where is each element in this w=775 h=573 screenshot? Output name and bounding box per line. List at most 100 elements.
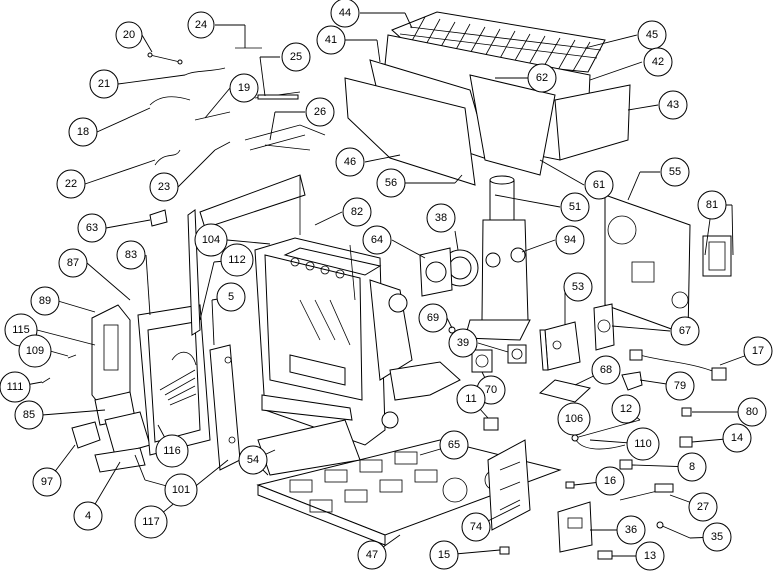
callout-label: 11: [465, 393, 476, 405]
callout-label: 42: [652, 56, 664, 68]
junction-box-part: [539, 321, 581, 371]
wiring-harness-parts: [147, 47, 326, 166]
callout-label: 79: [674, 380, 686, 392]
side-panel-part: [187, 209, 241, 471]
hopper-assembly-part: [71, 304, 151, 473]
callout-label: 38: [435, 212, 447, 224]
callout-62: 62: [527, 63, 557, 93]
callout-18: 18: [68, 117, 98, 147]
callout-label: 94: [564, 234, 576, 246]
door-assembly-part: [137, 304, 211, 456]
callout-label: 51: [569, 201, 581, 213]
base-pan-part: [256, 394, 562, 546]
callout-13: 13: [635, 541, 665, 571]
callout-label: 35: [711, 531, 723, 543]
exhaust-duct-part: [464, 175, 531, 341]
callout-label: 16: [604, 475, 616, 487]
callout-44: 44: [330, 0, 360, 28]
igniter-rod-part: [619, 483, 674, 501]
callout-label: 116: [163, 445, 181, 457]
callout-label: 22: [65, 178, 77, 190]
callout-label: 8: [689, 461, 695, 473]
callout-36: 36: [616, 515, 646, 545]
callout-label: 56: [385, 177, 397, 189]
callout-label: 112: [228, 254, 246, 266]
callout-label: 24: [195, 19, 207, 31]
callout-111: 111: [0, 371, 31, 403]
callout-label: 111: [7, 381, 24, 393]
callout-79: 79: [665, 371, 695, 401]
callout-label: 110: [634, 438, 652, 450]
callout-41: 41: [316, 25, 346, 55]
callout-label: 115: [12, 324, 30, 336]
callout-label: 53: [572, 281, 584, 293]
callout-63: 63: [77, 213, 107, 243]
callout-22: 22: [56, 169, 86, 199]
callout-label: 69: [427, 312, 439, 324]
callout-label: 83: [125, 249, 137, 261]
part-drawings: [41, 11, 732, 560]
callout-67: 67: [670, 316, 700, 346]
callout-label: 14: [731, 432, 743, 444]
side-bracket-part: [487, 439, 531, 531]
callout-35: 35: [702, 522, 732, 552]
small-fittings-part: [448, 326, 527, 373]
screws-part: [499, 481, 613, 560]
callout-82: 82: [342, 197, 372, 227]
callout-label: 67: [679, 325, 691, 337]
callout-label: 55: [669, 166, 681, 178]
callout-label: 5: [228, 291, 234, 303]
callout-label: 70: [485, 384, 497, 396]
callout-87: 87: [58, 248, 88, 278]
callout-69: 69: [418, 303, 448, 333]
sensor-35-part: [656, 521, 691, 539]
callout-109: 109: [18, 334, 52, 368]
callout-55: 55: [660, 157, 690, 187]
callout-68: 68: [591, 355, 621, 385]
callout-label: 81: [706, 199, 718, 211]
callout-4: 4: [73, 501, 103, 531]
callout-64: 64: [362, 225, 392, 255]
callout-label: 61: [593, 179, 605, 191]
callout-45: 45: [637, 20, 667, 50]
callout-16: 16: [595, 466, 625, 496]
callout-label: 64: [371, 234, 383, 246]
callout-label: 104: [202, 234, 220, 246]
callout-label: 15: [438, 549, 450, 561]
callout-label: 109: [26, 345, 44, 357]
callout-label: 26: [314, 106, 326, 118]
callout-80: 80: [737, 397, 767, 427]
callout-label: 97: [41, 476, 53, 488]
callout-42: 42: [643, 47, 673, 77]
callout-51: 51: [560, 192, 590, 222]
bracket-63-part: [149, 209, 168, 227]
callout-label: 80: [746, 406, 758, 418]
callout-label: 45: [646, 29, 658, 41]
callout-24: 24: [187, 11, 215, 39]
callout-label: 87: [67, 257, 79, 269]
callout-38: 38: [426, 203, 456, 233]
callout-56: 56: [376, 168, 406, 198]
callout-label: 25: [290, 51, 302, 63]
callout-label: 19: [238, 82, 250, 94]
callout-label: 74: [470, 521, 482, 533]
callout-11: 11: [456, 384, 486, 414]
callout-label: 65: [448, 439, 460, 451]
callout-label: 17: [752, 345, 764, 357]
callout-8: 8: [677, 452, 707, 482]
callout-81: 81: [697, 190, 727, 220]
callout-61: 61: [584, 170, 614, 200]
plate-68-part: [538, 379, 592, 403]
control-board-part: [557, 501, 593, 553]
callout-19: 19: [229, 73, 259, 103]
callout-25: 25: [281, 42, 311, 72]
callout-label: 23: [158, 181, 170, 193]
callout-20: 20: [115, 21, 143, 49]
callout-label: 18: [77, 126, 89, 138]
power-cord-part: [629, 349, 727, 381]
callout-label: 54: [247, 454, 259, 466]
callout-label: 101: [172, 484, 190, 496]
callout-17: 17: [743, 336, 773, 366]
callout-label: 117: [142, 516, 160, 528]
